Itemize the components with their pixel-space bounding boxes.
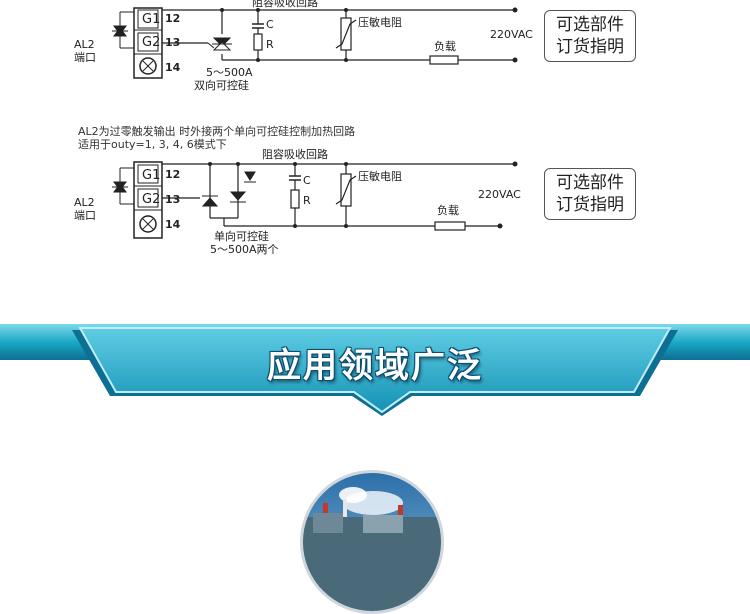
varistor-label: 压敏电阻: [358, 169, 402, 183]
thyristor-type-label: 双向可控硅: [194, 78, 249, 92]
capacitor-icon: [252, 23, 264, 29]
load-label: 负载: [434, 39, 456, 53]
rc-circuit-label: 阻容吸收回路: [262, 147, 328, 161]
resistor-icon: [290, 189, 300, 209]
capacitor-icon: [289, 175, 301, 181]
optional-parts-label: 可选部件: [556, 15, 624, 35]
internal-thyristor-icon: [112, 11, 134, 49]
port-label-line2: 端口: [74, 51, 96, 64]
terminal-number-14: 14: [165, 218, 181, 231]
varistor-icon: [335, 173, 357, 207]
industrial-plant-photo: [300, 470, 444, 614]
terminal-g2: G2: [142, 192, 160, 207]
voltage-label: 220VAC: [478, 188, 521, 201]
terminal-g1: G1: [142, 12, 160, 27]
capacitor-label: C: [303, 174, 311, 187]
resistor-label: R: [266, 38, 274, 51]
wiring-diagram-scr: G1 G2 12 13 14 AL2 端口: [74, 147, 521, 256]
circuit-wires: [162, 9, 515, 61]
terminal-number-14: 14: [165, 61, 181, 74]
thyristor-rating-label: 5～500A两个: [210, 243, 279, 256]
voltage-label: 220VAC: [490, 28, 533, 41]
load-label: 负载: [437, 203, 459, 217]
terminal-block: [133, 7, 163, 79]
load-icon: [434, 221, 466, 231]
terminal-block: [133, 161, 163, 239]
zero-cross-note: AL2为过零触发输出 时外接两个单向可控硅控制加热回路: [78, 125, 356, 138]
terminal-number-12: 12: [165, 168, 180, 181]
circuit-wires: [162, 163, 515, 227]
triac-icon: [207, 37, 232, 51]
rc-circuit-label: 阻容吸收回路: [252, 0, 318, 9]
order-specify-label: 订货指明: [556, 37, 624, 57]
terminal-g1: G1: [142, 168, 160, 183]
port-label-line1: AL2: [74, 38, 95, 51]
resistor-icon: [253, 33, 263, 51]
mode-note: 适用于outy=1, 3, 4, 6模式下: [78, 138, 227, 151]
varistor-icon: [335, 17, 357, 51]
resistor-label: R: [303, 194, 311, 207]
order-specify-label: 订货指明: [556, 195, 624, 215]
port-label-line1: AL2: [74, 196, 95, 209]
capacitor-label: C: [266, 18, 274, 31]
section-banner: [0, 324, 750, 416]
terminal-number-13: 13: [165, 193, 180, 206]
load-icon: [429, 55, 459, 65]
section-title: 应用领域广泛: [267, 346, 483, 386]
port-label-line2: 端口: [74, 209, 96, 222]
terminal-g2: G2: [142, 35, 160, 50]
varistor-label: 压敏电阻: [358, 15, 402, 29]
internal-thyristor-icon: [112, 167, 134, 205]
optional-parts-button[interactable]: 可选部件 订货指明: [544, 168, 636, 220]
thyristor-rating-label: 5～500A: [206, 66, 253, 79]
scr-icon: [201, 171, 256, 207]
optional-parts-label: 可选部件: [556, 173, 624, 193]
terminal-number-12: 12: [165, 12, 180, 25]
wiring-diagram-triac: G1 G2 12 13 14 AL2 端口: [74, 0, 533, 92]
thyristor-type-label: 单向可控硅: [214, 229, 269, 243]
optional-parts-button[interactable]: 可选部件 订货指明: [544, 10, 636, 62]
